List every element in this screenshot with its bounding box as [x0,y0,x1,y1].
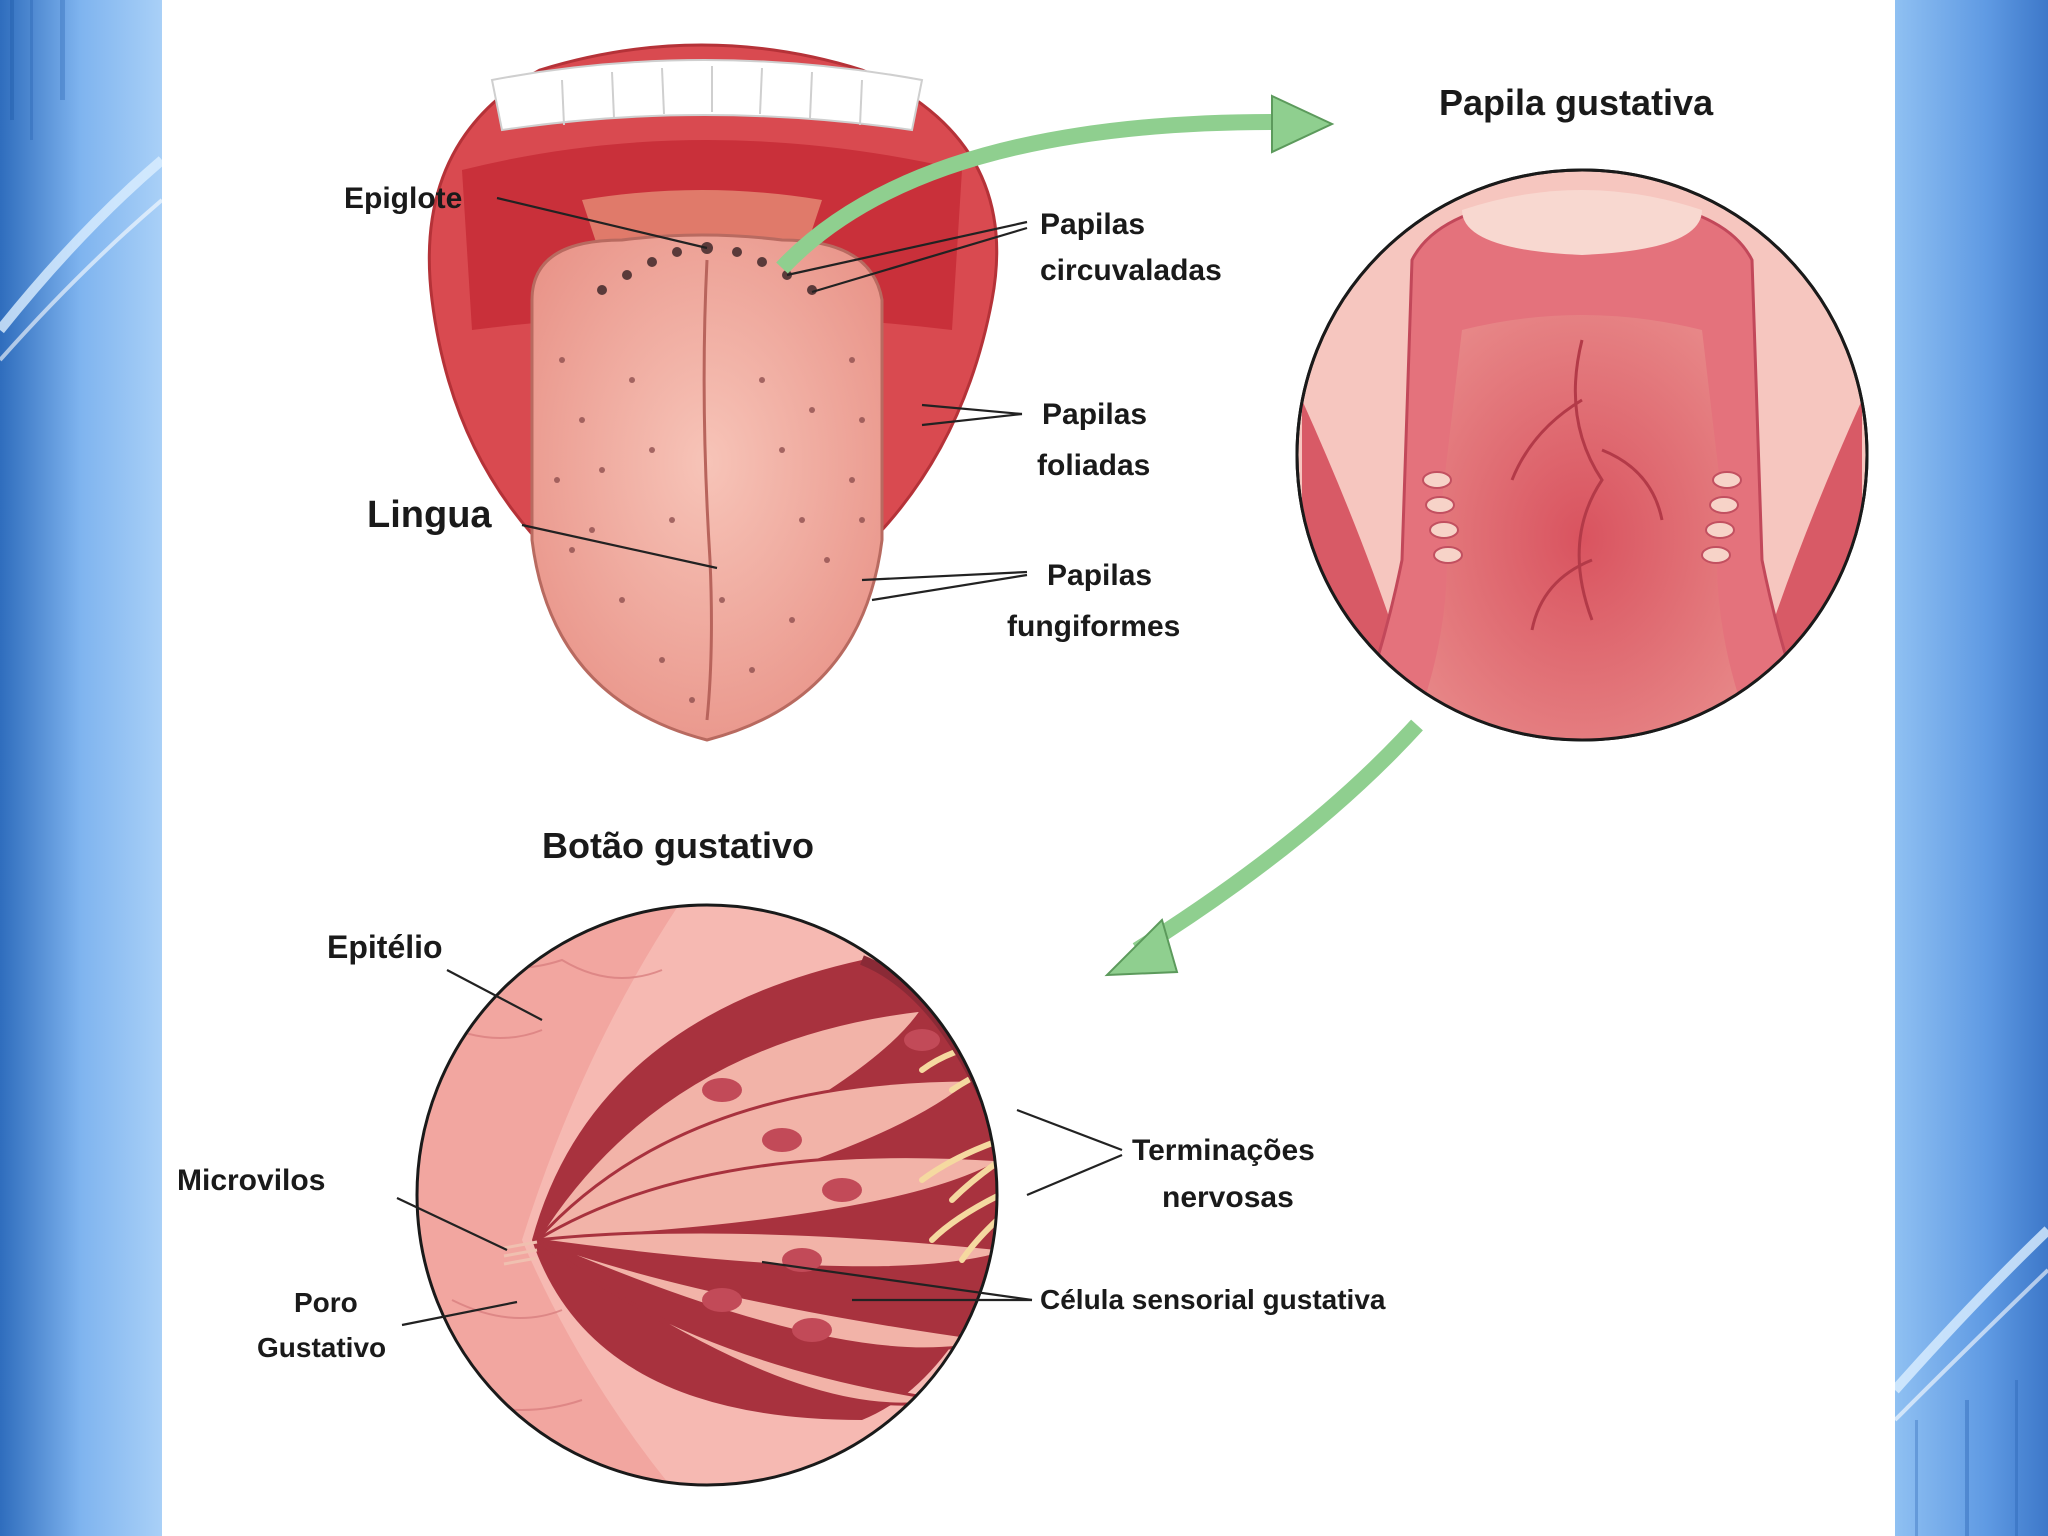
arrow-to-bud [1137,725,1417,950]
label-papilas-fungiformes-1: Papilas [1047,559,1152,592]
label-epitelio: Epitélio [327,929,443,965]
label-celula-sensorial: Célula sensorial gustativa [1040,1284,1386,1315]
label-papilas-foliadas-1: Papilas [1042,398,1147,431]
right-background-panel [1895,0,2048,1536]
label-papilas-foliadas-2: foliadas [1037,449,1150,482]
label-terminacoes-1: Terminações [1132,1134,1315,1167]
label-papilas-fungiformes-2: fungiformes [1007,610,1180,643]
leader-terminacoes-2 [1027,1155,1122,1195]
label-epiglote: Epiglote [344,182,462,215]
left-background-panel [0,0,162,1536]
arrow-to-papilla-head [1272,96,1332,152]
taste-bud-illustration [412,900,1032,1500]
right-panel-stripes [1895,0,2048,1536]
label-poro-gustativo-1: Poro [294,1287,358,1318]
diagram-slide: Epiglote Papilas circuvaladas Papilas fo… [162,0,1895,1536]
label-botao-gustativo: Botão gustativo [542,825,814,866]
label-microvilos: Microvilos [177,1164,325,1197]
label-poro-gustativo-2: Gustativo [257,1332,386,1363]
label-papilas-circuvaladas-1: Papilas [1040,208,1145,241]
taste-anatomy-diagram: Epiglote Papilas circuvaladas Papilas fo… [162,0,1895,1536]
leader-terminacoes-1 [1017,1110,1122,1150]
label-papilas-circuvaladas-2: circuvaladas [1040,254,1222,287]
papilla-illustration [1297,170,1867,760]
label-papila-gustativa: Papila gustativa [1439,82,1714,123]
label-lingua: Lingua [367,494,492,536]
label-terminacoes-2: nervosas [1162,1181,1294,1214]
mouth-illustration [429,45,996,740]
left-panel-stripes [0,0,162,1536]
